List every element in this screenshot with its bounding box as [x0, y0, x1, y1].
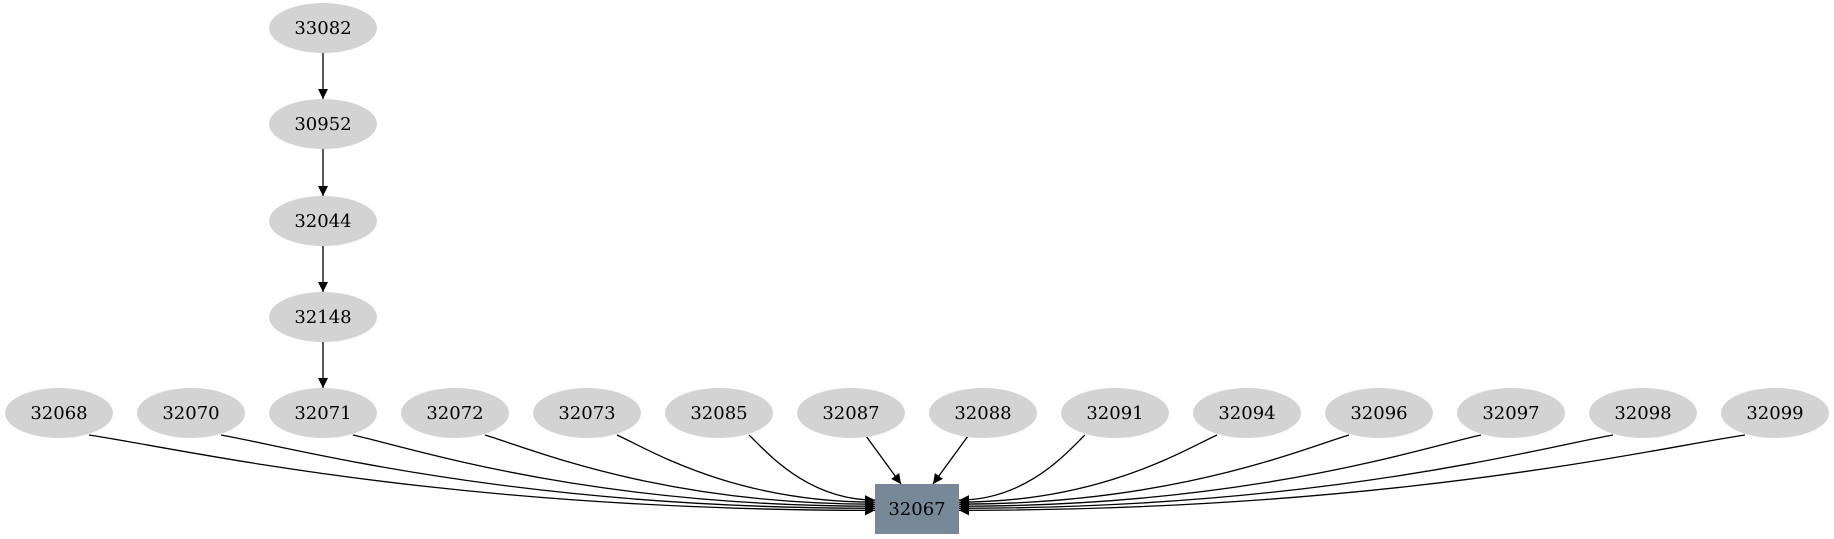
node-ellipse: [269, 3, 377, 53]
node-label: 32098: [1614, 403, 1671, 424]
node-label: 32097: [1482, 403, 1539, 424]
target-node-box: [875, 484, 959, 534]
node-label: 32085: [690, 403, 747, 424]
node-ellipse: [929, 388, 1037, 438]
edges-layer: [88, 53, 1746, 516]
node-ellipse: [1325, 388, 1433, 438]
node-32044[interactable]: 32044: [269, 196, 377, 246]
node-label: 32096: [1350, 403, 1407, 424]
node-32099[interactable]: 32099: [1721, 388, 1829, 438]
node-label: 32148: [294, 307, 351, 328]
node-label: 32071: [294, 403, 351, 424]
node-label: 32067: [888, 499, 945, 520]
edge-32098-to-32067: [958, 434, 1614, 514]
node-ellipse: [533, 388, 641, 438]
node-ellipse: [1193, 388, 1301, 438]
node-32094[interactable]: 32094: [1193, 388, 1301, 438]
node-label: 33082: [294, 18, 351, 39]
node-ellipse: [137, 388, 245, 438]
node-label: 32068: [30, 403, 87, 424]
node-label: 32087: [822, 403, 879, 424]
node-label: 32091: [1086, 403, 1143, 424]
node-32088[interactable]: 32088: [929, 388, 1037, 438]
node-label: 32099: [1746, 403, 1803, 424]
edge-32091-to-32067: [958, 434, 1086, 506]
node-32098[interactable]: 32098: [1589, 388, 1697, 438]
edge-32068-to-32067: [88, 434, 876, 516]
node-ellipse: [665, 388, 773, 438]
edge-32071-to-32067: [352, 434, 876, 512]
node-30952[interactable]: 30952: [269, 99, 377, 149]
node-32068[interactable]: 32068: [5, 388, 113, 438]
node-32070[interactable]: 32070: [137, 388, 245, 438]
node-32096[interactable]: 32096: [1325, 388, 1433, 438]
node-32072[interactable]: 32072: [401, 388, 509, 438]
edge-32099-to-32067: [958, 434, 1746, 516]
node-ellipse: [1589, 388, 1697, 438]
edge-32097-to-32067: [958, 434, 1482, 512]
node-32097[interactable]: 32097: [1457, 388, 1565, 438]
node-ellipse: [1721, 388, 1829, 438]
node-32091[interactable]: 32091: [1061, 388, 1169, 438]
node-32087[interactable]: 32087: [797, 388, 905, 438]
node-ellipse: [269, 388, 377, 438]
node-32067[interactable]: 32067: [875, 484, 959, 534]
node-32148[interactable]: 32148: [269, 292, 377, 342]
edge-32087-to-32067: [865, 435, 902, 485]
edge-32070-to-32067: [220, 434, 876, 514]
node-ellipse: [1457, 388, 1565, 438]
edge-32096-to-32067: [958, 434, 1350, 510]
edge-32073-to-32067: [616, 434, 876, 508]
node-label: 32070: [162, 403, 219, 424]
node-33082[interactable]: 33082: [269, 3, 377, 53]
node-ellipse: [5, 388, 113, 438]
node-32071[interactable]: 32071: [269, 388, 377, 438]
edge-32088-to-32067: [932, 435, 969, 485]
node-ellipse: [797, 388, 905, 438]
node-ellipse: [401, 388, 509, 438]
node-32073[interactable]: 32073: [533, 388, 641, 438]
edge-32094-to-32067: [958, 434, 1218, 508]
node-ellipse: [269, 196, 377, 246]
nodes-layer: 33082 30952 32044 32148 32068 32070 32071 32072…: [5, 3, 1829, 534]
node-label: 32094: [1218, 403, 1275, 424]
node-label: 32072: [426, 403, 483, 424]
edge-32085-to-32067: [748, 434, 876, 506]
node-ellipse: [269, 292, 377, 342]
node-ellipse: [269, 99, 377, 149]
node-label: 32088: [954, 403, 1011, 424]
node-ellipse: [1061, 388, 1169, 438]
node-label: 30952: [294, 114, 351, 135]
edge-32072-to-32067: [484, 434, 876, 510]
node-label: 32073: [558, 403, 615, 424]
node-32085[interactable]: 32085: [665, 388, 773, 438]
node-label: 32044: [294, 211, 351, 232]
